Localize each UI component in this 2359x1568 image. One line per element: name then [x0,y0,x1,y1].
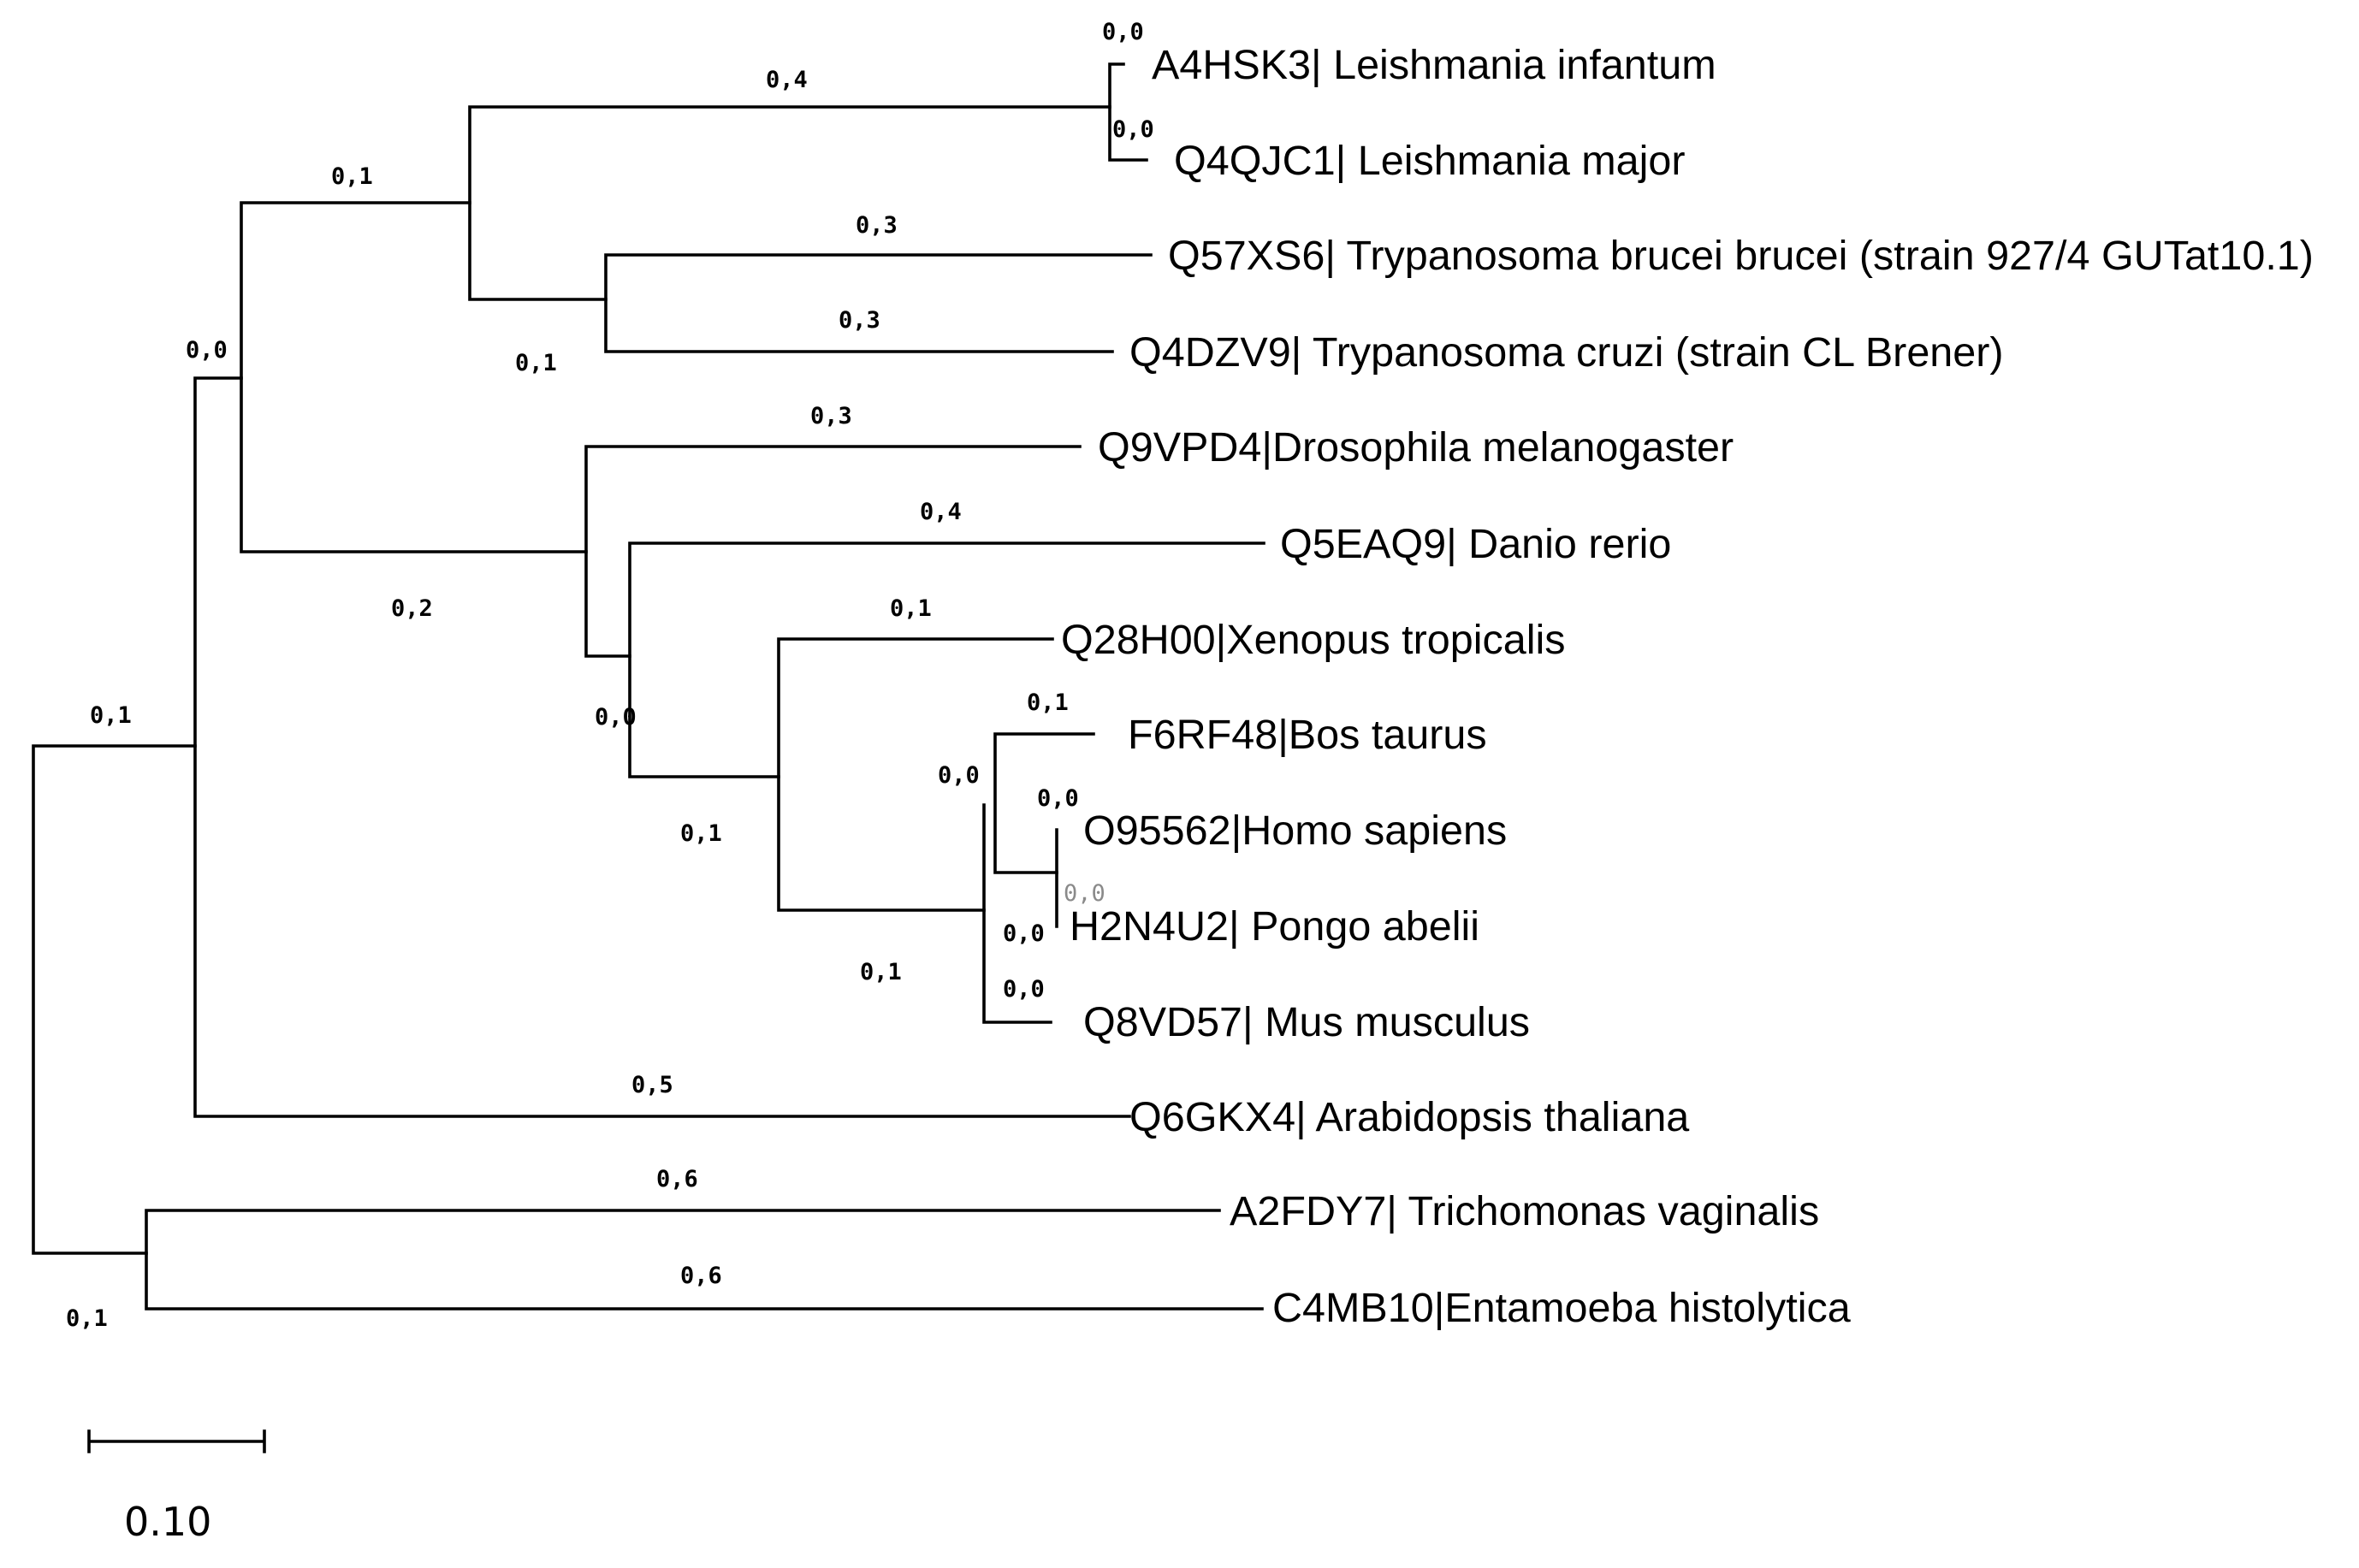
leaf-label-q8vd57: Q8VD57| Mus musculus [1083,999,1530,1045]
root-branch [32,744,197,1255]
branch-length-leishmania-clade: 0,4 [766,67,808,93]
leaf-label-f6rf48: F6RF48|Bos taurus [1128,712,1487,758]
branch-length-bos-primate-clade: 0,0 [938,762,980,789]
branch-length-q6gkx4: 0,5 [631,1072,673,1098]
branch-length-animal-clade: 0,2 [391,595,433,622]
leaf-label-q9vpd4: Q9VPD4|Drosophila melanogaster [1098,424,1734,470]
tree-branches [32,62,1265,1311]
leaf-label-q57xs6: Q57XS6| Trypanosoma brucei brucei (strai… [1168,233,2314,279]
leaf-label-q6gkx4: Q6GKX4| Arabidopsis thaliana [1129,1094,1689,1140]
branch-length-q5eaq9: 0,4 [920,499,962,525]
mammal-node [982,803,1052,1024]
leaf-label-q28h00: Q28H00|Xenopus tropicalis [1061,617,1566,663]
branch-length-q28h00: 0,1 [890,595,932,622]
branch-length-mammal-clade: 0,1 [860,959,902,985]
tetrapod-node [777,637,1054,912]
branch-length-q8vd57: 0,0 [1003,976,1045,1003]
protist-node [145,1209,1264,1311]
branch-length-tetrapod-clade: 0,1 [680,820,722,847]
leaf-label-q5eaq9: Q5EAQ9| Danio rerio [1280,521,1671,567]
leaf-label-o95562: O95562|Homo sapiens [1083,808,1507,854]
branch-length-a2fdy7: 0,6 [656,1166,698,1192]
leaf-labels: A4HSK3| Leishmania infantum Q4QJC1| Leis… [1061,42,2314,1331]
leaf-label-a2fdy7: A2FDY7| Trichomonas vaginalis [1230,1188,1819,1234]
bos-primate-node [993,732,1095,874]
leishmania-node [1108,62,1148,162]
scale-bar: 0.10 [87,1429,266,1545]
scale-bar-label: 0.10 [124,1499,211,1545]
scale-bar-line [87,1429,266,1453]
branch-length-q4dzv9: 0,3 [839,307,880,334]
animal-node [584,445,1082,658]
trypanosomatid-node [468,105,1111,301]
leaf-label-q4dzv9: Q4DZV9| Trypanosoma cruzi (strain CL Bre… [1129,329,2004,376]
branch-length-trypanosomatid-clade: 0,1 [331,163,373,190]
opisthokont-plant-node [193,376,1131,1118]
leaf-label-q4qjc1: Q4QJC1| Leishmania major [1174,138,1686,184]
branch-length-f6rf48: 0,1 [1027,689,1069,716]
branch-length-a4hsk3: 0,0 [1102,19,1144,45]
branch-length-labels: 0,0 0,0 0,4 0,1 0,3 0,3 0,1 0,0 0,3 0,4 … [66,19,1154,1332]
branch-length-c4mb10: 0,6 [680,1263,722,1289]
branch-length-deuterostome-clade: 0,0 [595,704,637,731]
trypanosoma-node [604,253,1153,353]
branch-length-o95562: 0,0 [1037,785,1079,812]
branch-length-q9vpd4: 0,3 [810,403,852,429]
branch-length-h2n4u2: 0,0 [1064,880,1105,907]
kinetoplastid-animal-node [240,201,588,553]
branch-length-q57xs6: 0,3 [856,212,898,239]
branch-length-q4qjc1: 0,0 [1112,116,1154,143]
leaf-label-a4hsk3: A4HSK3| Leishmania infantum [1152,42,1716,88]
branch-length-trypanosoma-clade: 0,1 [515,350,557,376]
branch-length-protist-clade: 0,1 [66,1305,108,1332]
deuterostome-node [628,541,1265,778]
branch-length-kinetoplastid-animal-split: 0,0 [186,337,228,364]
branch-length-primate-clade: 0,0 [1003,920,1045,947]
leaf-label-h2n4u2: H2N4U2| Pongo abelii [1070,903,1479,950]
leaf-label-c4mb10: C4MB10|Entamoeba histolytica [1272,1285,1851,1331]
branch-length-opisthokont-plant-clade: 0,1 [90,702,132,729]
